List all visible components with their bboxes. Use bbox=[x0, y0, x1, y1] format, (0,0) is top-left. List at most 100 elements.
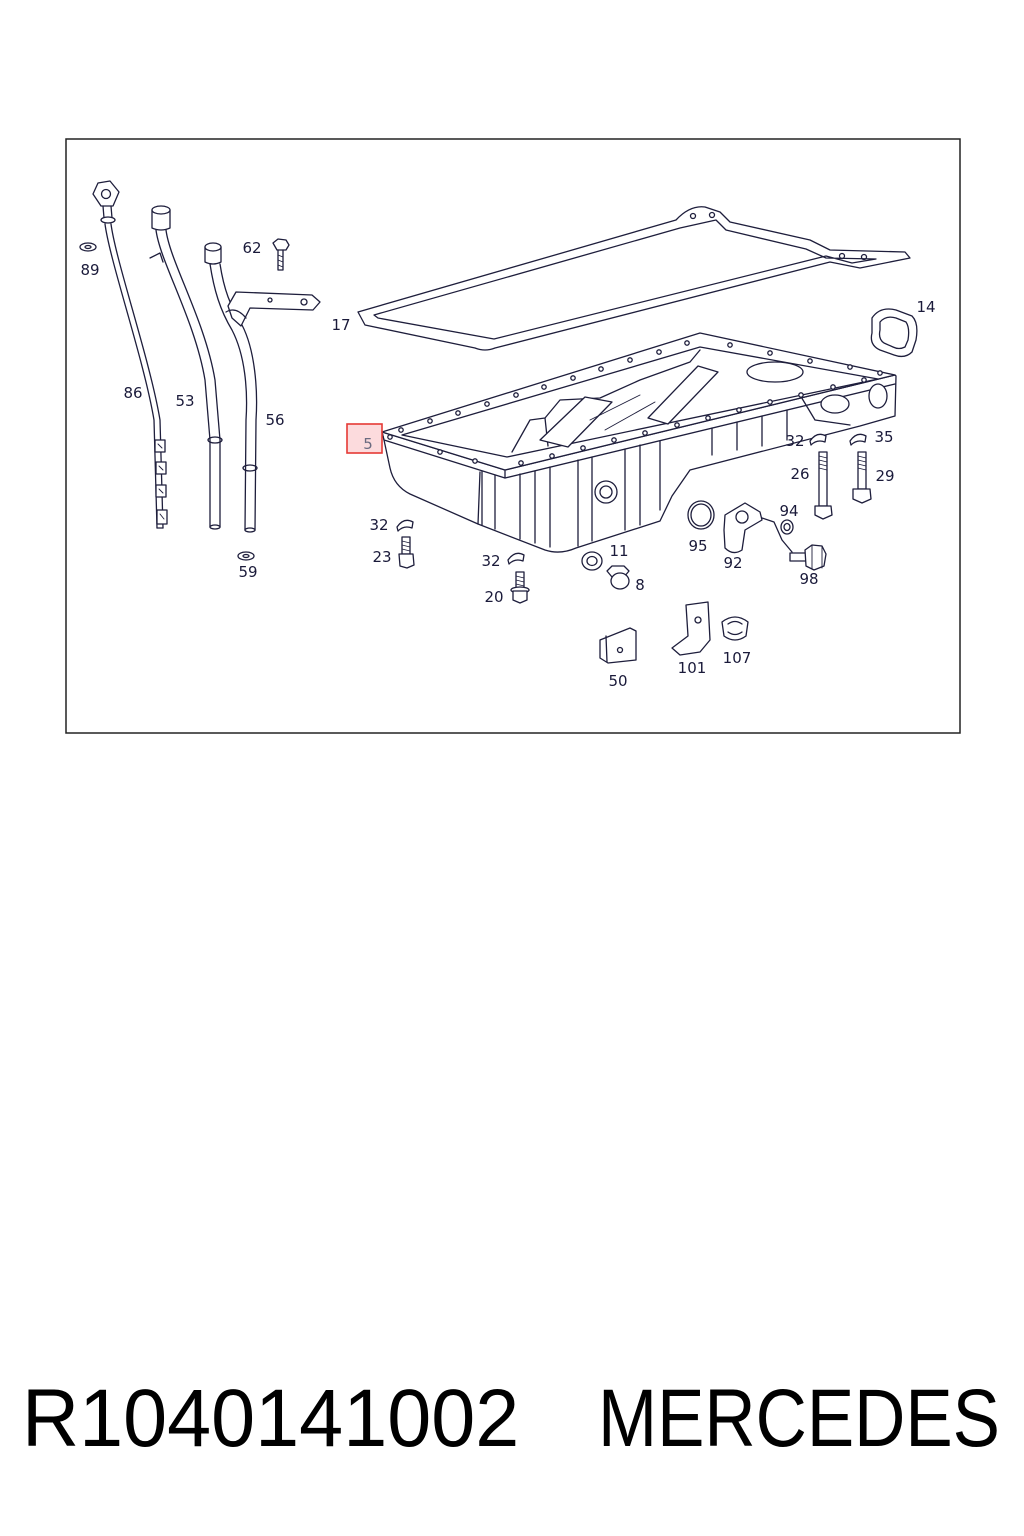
seal-14-inner bbox=[878, 316, 910, 350]
gasket-hole bbox=[838, 252, 846, 260]
callout-label: 23 bbox=[372, 548, 391, 566]
washer-94-outer bbox=[780, 519, 794, 535]
washer-32 bbox=[507, 552, 525, 565]
bolt-hole bbox=[472, 458, 478, 464]
washer-32 bbox=[396, 519, 414, 532]
bolt-hole bbox=[387, 434, 393, 440]
tube-53-wall-right bbox=[165, 229, 221, 528]
oil-pan-bolt-holes bbox=[387, 340, 883, 466]
bolt-20-thread bbox=[515, 575, 525, 587]
guide-tube-56 bbox=[204, 242, 321, 533]
fitting-98 bbox=[789, 544, 827, 571]
oil-pan-body bbox=[381, 374, 897, 553]
sensor-92-port bbox=[735, 510, 749, 524]
washer-59-outer bbox=[237, 551, 255, 561]
oil-pan-ribs bbox=[589, 394, 656, 431]
tube-56-wall-left bbox=[209, 263, 248, 531]
bolt-20 bbox=[510, 571, 530, 604]
callout-label: 62 bbox=[242, 239, 261, 257]
bolt-hole bbox=[484, 401, 490, 407]
gasket-hole bbox=[689, 212, 697, 220]
seal-14 bbox=[870, 308, 918, 358]
bolt-23-thread bbox=[401, 540, 411, 552]
callout-label: 32 bbox=[369, 516, 388, 534]
oil-pan-sump-bowl bbox=[746, 361, 804, 383]
callout-label: 107 bbox=[723, 649, 752, 667]
callout-label: 32 bbox=[481, 552, 500, 570]
bolt-26-head bbox=[814, 505, 833, 520]
bolt-hole bbox=[877, 370, 883, 376]
bolt-hole bbox=[455, 410, 461, 416]
bracket-101-plate bbox=[671, 601, 711, 656]
drain-plug-8-body bbox=[610, 572, 630, 590]
dipstick-mark-ticks bbox=[157, 443, 165, 520]
bolt-hole bbox=[541, 384, 547, 390]
tube-56-cap-body bbox=[204, 246, 222, 265]
dipstick-rod-right bbox=[110, 223, 164, 529]
bolt-hole bbox=[705, 415, 711, 421]
washer-35 bbox=[849, 433, 867, 446]
oil-pan-baffle bbox=[647, 365, 719, 425]
bolt-hole bbox=[611, 437, 617, 443]
bolt-hole bbox=[518, 460, 524, 466]
fitting-98-pipe bbox=[789, 552, 807, 562]
bolt-hole bbox=[767, 350, 773, 356]
tube-53-clip bbox=[149, 252, 164, 263]
bracket-101-hole bbox=[694, 616, 702, 624]
bolt-26-thread bbox=[818, 455, 828, 471]
bolt-hole bbox=[674, 422, 680, 428]
bolt-20-head bbox=[512, 590, 528, 604]
bolt-hole bbox=[767, 399, 773, 405]
washer-94-inner bbox=[783, 522, 791, 532]
callout-label: 59 bbox=[238, 563, 257, 581]
tube-56-bracket bbox=[227, 291, 321, 327]
bolt-23-head bbox=[398, 553, 415, 569]
callout-label: 56 bbox=[265, 411, 284, 429]
bolt-hole bbox=[580, 445, 586, 451]
callout-label: 32 bbox=[785, 432, 804, 450]
callout-label: 101 bbox=[678, 659, 707, 677]
callout-label: 29 bbox=[875, 467, 894, 485]
gasket-17 bbox=[357, 206, 911, 351]
oil-pan-drain-hole bbox=[599, 485, 613, 499]
callout-label: 98 bbox=[799, 570, 818, 588]
tube-53-end bbox=[209, 524, 221, 530]
dipstick-rod-left bbox=[104, 223, 158, 529]
oil-pan-fins bbox=[481, 409, 788, 548]
gasket-hole bbox=[860, 253, 868, 261]
screw-62-head bbox=[272, 238, 290, 251]
bolt-29-head bbox=[852, 488, 872, 504]
parts-diagram: 89 62 86 53 56 59 17 14 32 35 26 29 94 9… bbox=[65, 138, 961, 734]
bolt-hole bbox=[736, 407, 742, 413]
tube-53-cap-top bbox=[151, 205, 171, 215]
part-number: R1040141002 bbox=[22, 1373, 520, 1464]
callout-label: 94 bbox=[779, 502, 798, 520]
callout-label: 26 bbox=[790, 465, 809, 483]
bolt-hole bbox=[861, 377, 867, 383]
bracket-50 bbox=[599, 627, 637, 664]
bolt-hole bbox=[627, 357, 633, 363]
oil-pan-boss bbox=[868, 383, 888, 409]
oil-pan-boss-edge bbox=[799, 394, 851, 426]
bolt-hole bbox=[798, 392, 804, 398]
bracket-hole bbox=[267, 297, 273, 303]
bolt-hole bbox=[398, 427, 404, 433]
drain-plug-8 bbox=[606, 565, 630, 590]
oil-pan bbox=[381, 332, 897, 553]
bolt-hole bbox=[830, 384, 836, 390]
seal-14-outer bbox=[870, 308, 918, 358]
clip-107-jaws bbox=[727, 620, 743, 636]
dipstick-neck bbox=[102, 205, 113, 219]
dipstick-handle-eye bbox=[100, 188, 112, 200]
brand-name: MERCEDES bbox=[598, 1373, 1000, 1464]
highlighted-callout: 5 bbox=[346, 423, 383, 454]
bolt-hole bbox=[549, 453, 555, 459]
washer-89-outer bbox=[79, 242, 97, 252]
bolt-hole bbox=[684, 340, 690, 346]
washer-94 bbox=[780, 519, 794, 535]
clip-107-body bbox=[721, 616, 749, 641]
callout-label: 50 bbox=[608, 672, 627, 690]
bolt-hole bbox=[642, 430, 648, 436]
clip-107 bbox=[721, 616, 749, 641]
